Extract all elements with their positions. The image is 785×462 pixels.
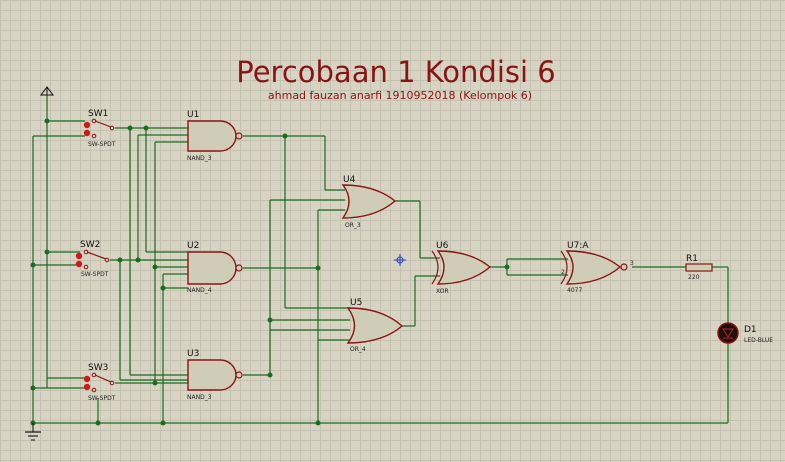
u7-ref: U7:A: [567, 241, 589, 251]
u5-ref: U5: [350, 298, 362, 308]
r1-value: 220: [688, 274, 700, 281]
ground-icon: [25, 423, 41, 441]
switch-sw2[interactable]: SW2 SW-SPDT: [75, 240, 110, 278]
nand-gate-u1[interactable]: U1 NAND_3: [187, 110, 243, 162]
r1-ref: R1: [686, 254, 698, 264]
u7-pin-in: 2: [561, 269, 565, 276]
wire-network: [32, 95, 729, 424]
junction-dots: [30, 118, 510, 426]
or-gate-u5[interactable]: U5 OR_4: [346, 298, 404, 353]
xnor-gate-u7a[interactable]: U7:A 4077 2 3: [560, 241, 634, 294]
u5-type: OR_4: [350, 346, 366, 353]
switch-sw3[interactable]: SW3 SW-SPDT: [83, 363, 116, 402]
u6-ref: U6: [436, 241, 449, 251]
crosshair-probe-icon[interactable]: [394, 254, 406, 266]
u1-type: NAND_3: [187, 155, 212, 162]
u7-pin-out: 3: [630, 260, 634, 267]
u6-type: XOR: [436, 288, 449, 295]
u3-ref: U3: [187, 349, 199, 359]
sw2-ref: SW2: [80, 240, 100, 250]
sw2-type: SW-SPDT: [81, 271, 109, 278]
or-gate-u4[interactable]: U4 OR_3: [341, 175, 397, 229]
switch-sw1[interactable]: SW1 SW-SPDT: [83, 109, 116, 148]
nand-gate-u2[interactable]: U2 NAND_4: [187, 241, 243, 294]
d1-type: LED-BLUE: [744, 337, 773, 344]
sw1-ref: SW1: [88, 109, 108, 119]
sw3-ref: SW3: [88, 363, 108, 373]
schematic-subtitle: ahmad fauzan anarfi 1910952018 (Kelompok…: [268, 89, 532, 102]
u2-ref: U2: [187, 241, 199, 251]
nand-gate-u3[interactable]: U3 NAND_3: [187, 349, 243, 401]
u4-type: OR_3: [345, 222, 361, 229]
u1-ref: U1: [187, 110, 199, 120]
led-d1[interactable]: D1 LED-BLUE: [717, 322, 773, 344]
sw1-type: SW-SPDT: [88, 141, 116, 148]
xor-gate-u6[interactable]: U6 XOR: [431, 241, 492, 295]
u2-type: NAND_4: [187, 287, 212, 294]
u7-type: 4077: [567, 287, 582, 294]
u3-type: NAND_3: [187, 394, 212, 401]
schematic-title: Percobaan 1 Kondisi 6: [236, 55, 555, 89]
u4-ref: U4: [343, 175, 356, 185]
power-terminal-icon: [40, 86, 54, 96]
d1-ref: D1: [744, 325, 757, 335]
sw3-type: SW-SPDT: [88, 395, 116, 402]
resistor-r1[interactable]: R1 220: [685, 254, 713, 281]
